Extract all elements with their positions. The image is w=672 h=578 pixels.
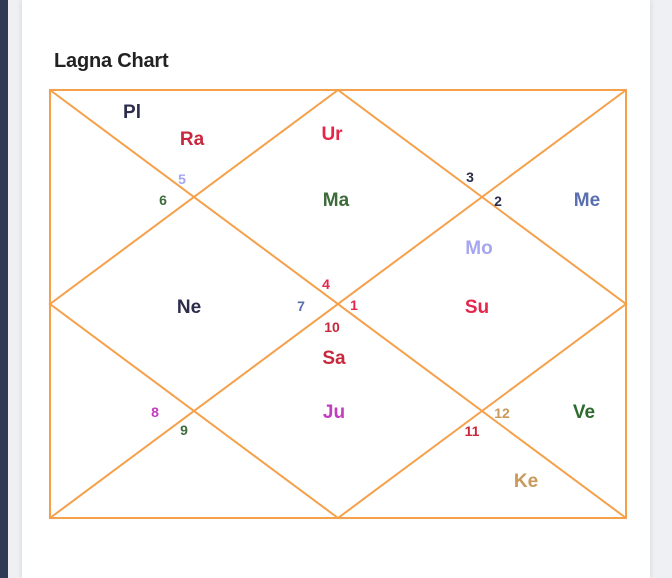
planet-label: Mo	[465, 238, 492, 259]
house-number: 9	[180, 422, 188, 438]
inner-diamond	[48, 88, 628, 520]
house-number: 6	[159, 192, 167, 208]
window-edge	[0, 0, 8, 578]
planet-label: Ma	[323, 190, 350, 211]
planet-labels: Pl Ra Ur Ma Me Mo Ne Su Sa Ju Ve Ke	[123, 102, 600, 492]
planet-label: Ra	[180, 129, 205, 150]
house-number: 1	[350, 297, 358, 313]
planet-label: Ne	[177, 297, 201, 318]
house-numbers: 1 2 3 4 5 6 7 8 9 10 11 12	[151, 169, 510, 439]
house-number: 11	[465, 423, 480, 439]
planet-label: Pl	[123, 102, 141, 123]
card-title: Lagna Chart	[54, 50, 169, 72]
planet-label: Ju	[323, 402, 345, 423]
planet-label: Me	[574, 190, 600, 211]
house-number: 8	[151, 404, 159, 420]
house-number: 2	[494, 193, 502, 209]
house-number: 7	[297, 298, 305, 314]
house-number: 10	[324, 319, 340, 335]
planet-label: Sa	[322, 348, 346, 369]
chart-card: Lagna Chart	[22, 0, 650, 578]
house-number: 4	[322, 276, 330, 292]
house-number: 5	[178, 171, 186, 187]
planet-label: Ve	[573, 402, 595, 423]
planet-label: Ur	[321, 124, 343, 145]
diagonal-line	[49, 89, 627, 519]
house-number: 12	[494, 405, 510, 421]
chart-lines	[48, 88, 628, 520]
planet-label: Ke	[514, 471, 538, 492]
planet-label: Su	[465, 297, 489, 318]
house-number: 3	[466, 169, 474, 185]
